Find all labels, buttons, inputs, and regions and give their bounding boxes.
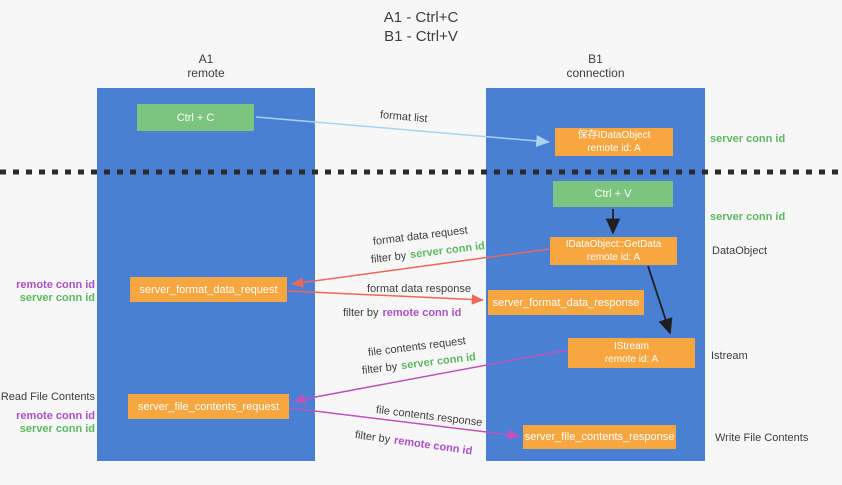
remote-conn-id-inline: remote conn id [382,307,462,319]
remote-conn-id-left-1: remote conn id [16,279,95,291]
ctrl-v-box: Ctrl + V [553,181,673,207]
server-conn-id-left-2: server conn id [19,423,95,435]
save-dataobject-line2: remote id: A [587,143,641,154]
getdata-line1: IDataObject::GetData [565,239,662,250]
title-line-1: A1 - Ctrl+C [383,9,459,26]
diagram-title: A1 - Ctrl+C B1 - Ctrl+V [0,8,842,46]
server-format-data-request-box: server_format_data_request [130,277,287,302]
file-contents-request-arrow [293,349,568,405]
server-format-data-request-label: server_format_data_request [139,283,278,296]
getdata-to-istream-arrow [647,265,673,335]
server-file-contents-response-box: server_file_contents_response [523,425,676,449]
istream-side-label: Istream [711,350,748,362]
istream-line1: IStream [613,341,649,352]
getdata-box: IDataObject::GetData remote id: A [550,237,677,265]
lane-b1-subtitle: connection [566,66,625,80]
lane-a1-subtitle: remote [187,66,225,80]
lane-a1-title: A1 [198,52,214,66]
save-dataobject-box: 保存IDataObject remote id: A [555,128,673,156]
lane-b1-title: B1 [588,52,603,66]
ctrl-v-label: Ctrl + V [594,188,632,200]
format-data-request-arrow [291,248,550,288]
lane-header-a1: A1 remote [97,52,315,80]
write-file-contents-label: Write File Contents [715,432,809,444]
getdata-line2: remote id: A [586,252,641,263]
filter-by-text: filter by [343,307,379,319]
file-contents-response-arrow [289,407,520,440]
server-conn-id-label-top: server conn id [710,133,786,145]
read-file-contents-label: Read File Contents [0,391,95,403]
left-conn-ids-format: remote conn id server conn id [4,279,95,305]
format-data-response-label: format data response [367,283,471,295]
server-conn-id-label-mid: server conn id [710,211,786,223]
format-data-response-arrow [287,290,484,305]
remote-conn-id-left-2: remote conn id [16,410,95,422]
istream-box: IStream remote id: A [568,338,695,368]
dataobject-side-label: DataObject [712,245,768,257]
lane-header-b1: B1 connection [486,52,705,80]
format-list-arrow [255,116,550,147]
title-line-2: B1 - Ctrl+V [384,28,458,45]
server-conn-id-left-1: server conn id [19,292,95,304]
left-conn-ids-file: remote conn id server conn id [4,410,95,436]
istream-line2: remote id: A [604,354,659,365]
server-format-data-response-label: server_format_data_response [492,296,640,309]
ctrl-c-label: Ctrl + C [176,111,215,124]
server-format-data-response-box: server_format_data_response [488,290,644,315]
server-file-contents-request-box: server_file_contents_request [128,394,289,419]
save-dataobject-line1: 保存IDataObject [577,130,651,141]
server-file-contents-response-label: server_file_contents_response [524,431,675,443]
server-file-contents-request-label: server_file_contents_request [137,400,280,413]
ctrl-c-box: Ctrl + C [137,104,254,131]
